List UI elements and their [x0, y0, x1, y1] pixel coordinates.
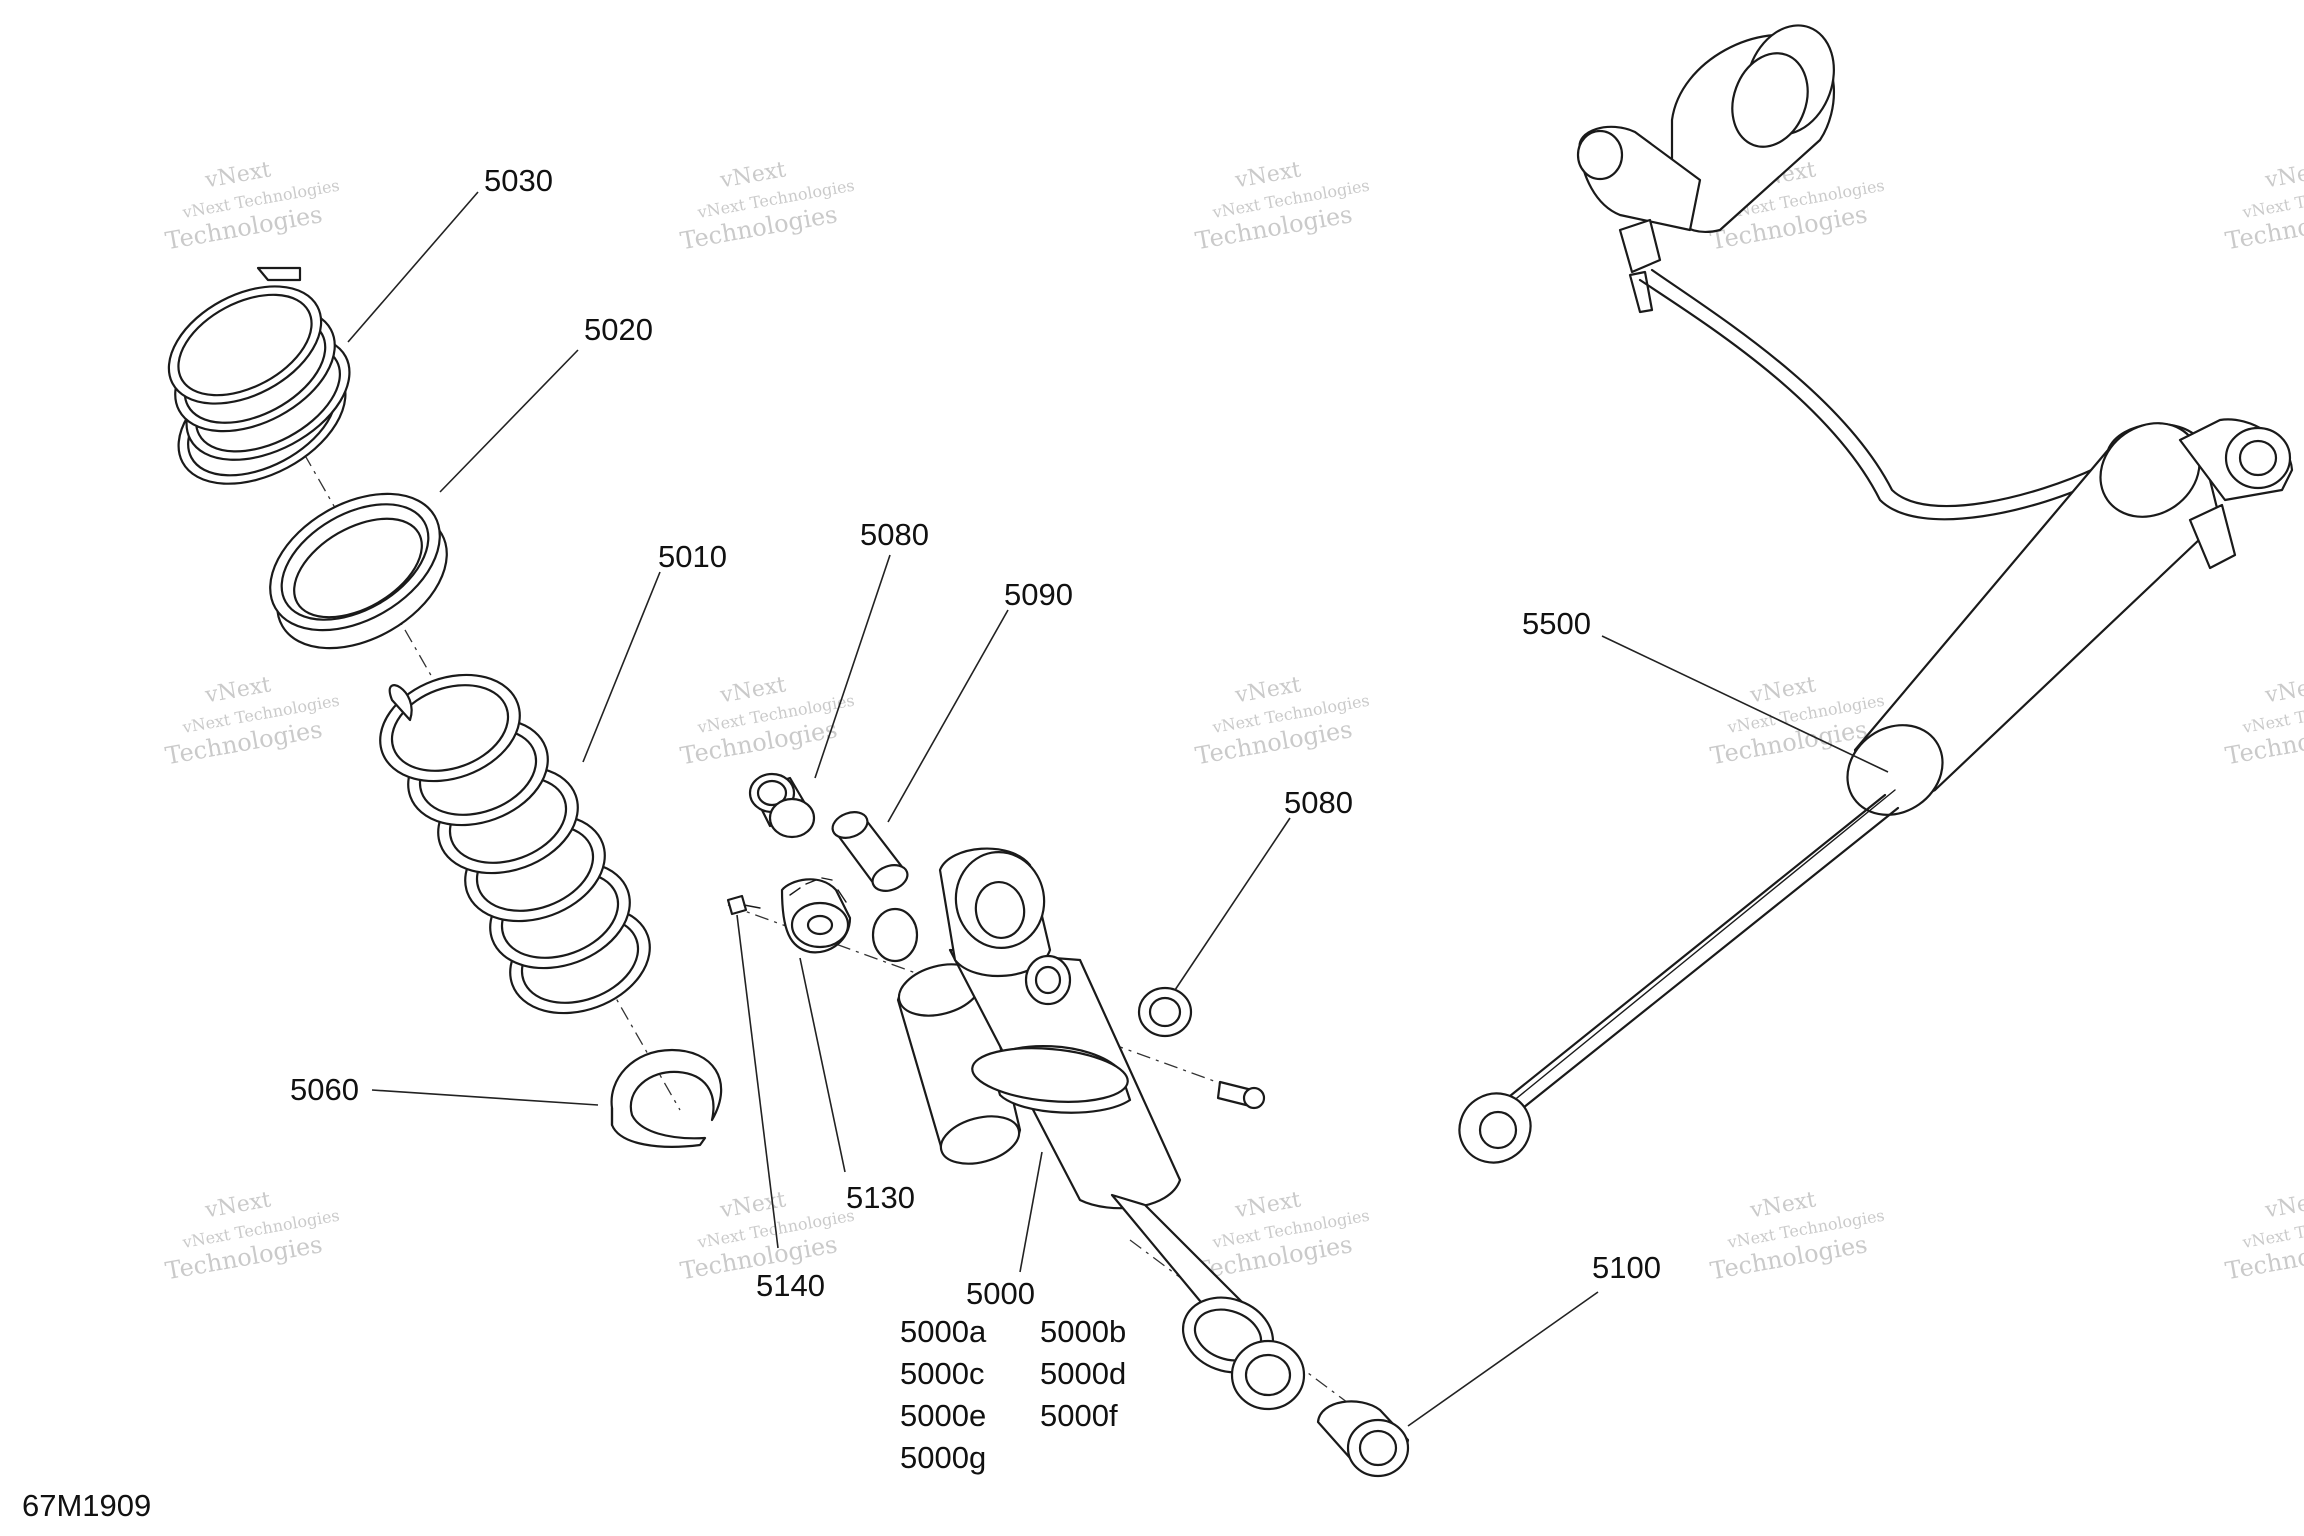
part-5130-adjuster-knob — [780, 877, 852, 954]
part-5500-shock-with-reservoir — [1458, 24, 2294, 1164]
part-5030-upper-spring — [167, 266, 351, 485]
part-5080-bushing-right — [1137, 986, 1193, 1038]
label-5000f: 5000f — [1040, 1398, 1118, 1433]
label-5090: 5090 — [1004, 577, 1073, 612]
label-5000g: 5000g — [900, 1440, 986, 1475]
part-mounting-bolt — [1216, 1080, 1266, 1110]
part-5090-sleeve — [831, 811, 909, 892]
part-5020-spring-seat — [269, 492, 448, 650]
part-5060-retainer-clip — [610, 1048, 723, 1148]
watermark-line1: vNext — [2263, 157, 2304, 193]
part-5140-screw — [726, 894, 761, 916]
label-5030: 5030 — [484, 163, 553, 198]
label-5100: 5100 — [1592, 1250, 1661, 1285]
part-5080-bushing-upper — [748, 772, 816, 839]
label-5080-right: 5080 — [1284, 785, 1353, 820]
callout-labels: 5030 5020 5010 5080 5090 5080 5500 5060 … — [22, 163, 1661, 1523]
part-5000-shock-absorber — [871, 847, 1306, 1411]
part-5100-lower-bushing — [1316, 1400, 1410, 1478]
label-5060: 5060 — [290, 1072, 359, 1107]
label-5000a: 5000a — [900, 1314, 987, 1349]
label-5000: 5000 — [966, 1276, 1035, 1311]
watermark-line1: vNext — [2263, 672, 2304, 708]
label-5140: 5140 — [756, 1268, 825, 1303]
leader-lines — [347, 191, 1889, 1427]
label-5000b: 5000b — [1040, 1314, 1126, 1349]
label-5010: 5010 — [658, 539, 727, 574]
label-5000c: 5000c — [900, 1356, 984, 1391]
label-5500: 5500 — [1522, 606, 1591, 641]
label-5020: 5020 — [584, 312, 653, 347]
watermark-line1: vNext — [2263, 1187, 2304, 1223]
label-5000e: 5000e — [900, 1398, 986, 1433]
label-5000d: 5000d — [1040, 1356, 1126, 1391]
label-5080-upper: 5080 — [860, 517, 929, 552]
part-5010-main-spring — [379, 673, 651, 1015]
figure-id: 67M1909 — [22, 1488, 151, 1523]
label-5130: 5130 — [846, 1180, 915, 1215]
